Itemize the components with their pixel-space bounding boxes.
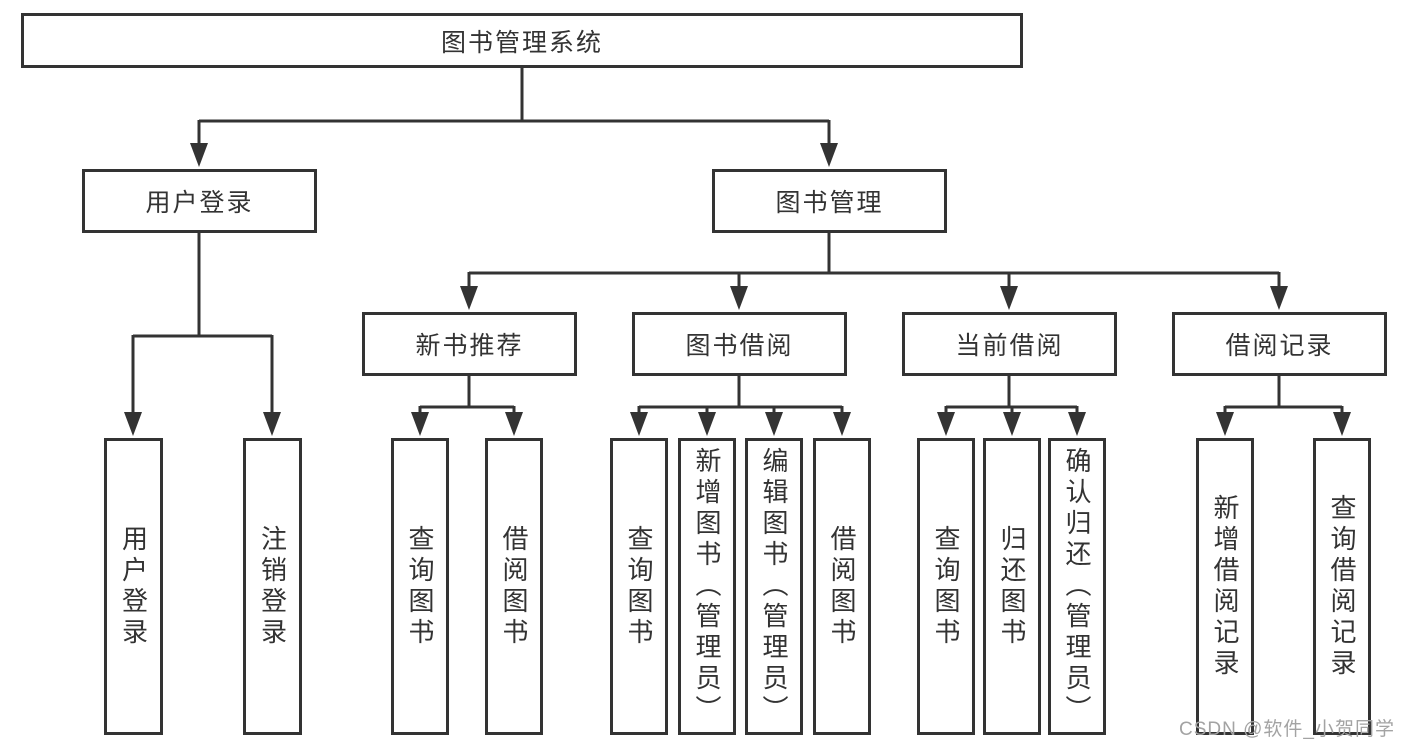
arrow-head	[263, 412, 281, 436]
arrow-heads	[124, 143, 1351, 436]
arrow-head	[698, 412, 716, 436]
arrow-head	[765, 412, 783, 436]
arrow-head	[833, 412, 851, 436]
node-label: 查询图书	[931, 524, 961, 649]
arrow-head	[1333, 412, 1351, 436]
node-user-login: 用户登录	[82, 169, 317, 233]
node-label: 借阅图书	[827, 524, 857, 649]
node-label: 编辑图书（管理员）	[759, 447, 789, 726]
node-label: 归还图书	[997, 524, 1027, 649]
leaf-add-books-admin: 新增图书（管理员）	[678, 438, 736, 735]
arrow-head	[1270, 286, 1288, 310]
leaf-borrow-books-recommend: 借阅图书	[485, 438, 543, 735]
leaf-query-books-borrow: 查询图书	[610, 438, 668, 735]
arrow-head	[730, 286, 748, 310]
watermark: CSDN @软件_小贺同学	[1179, 719, 1395, 740]
leaf-query-books-current: 查询图书	[917, 438, 975, 735]
node-library-management-system: 图书管理系统	[21, 13, 1023, 68]
arrow-head	[460, 286, 478, 310]
leaf-confirm-return-admin: 确认归还（管理员）	[1048, 438, 1106, 735]
node-new-book-recommend: 新书推荐	[362, 312, 577, 376]
arrow-head	[1000, 286, 1018, 310]
node-label: 新增图书（管理员）	[692, 447, 722, 726]
leaf-query-borrow-record: 查询借阅记录	[1313, 438, 1371, 735]
leaf-logout: 注销登录	[243, 438, 302, 735]
node-borrow-record: 借阅记录	[1172, 312, 1387, 376]
arrow-head	[630, 412, 648, 436]
arrow-head	[411, 412, 429, 436]
arrow-head	[1216, 412, 1234, 436]
node-label: 当前借阅	[955, 332, 1064, 360]
arrow-head	[505, 412, 523, 436]
leaf-user-login: 用户登录	[104, 438, 163, 735]
node-label: 借阅记录	[1225, 332, 1334, 360]
leaf-edit-books-admin: 编辑图书（管理员）	[745, 438, 803, 735]
arrow-head	[937, 412, 955, 436]
arrow-head	[124, 412, 142, 436]
leaf-add-borrow-record: 新增借阅记录	[1196, 438, 1254, 735]
node-label: 确认归还（管理员）	[1062, 447, 1092, 726]
arrow-head	[820, 143, 838, 167]
leaf-borrow-books: 借阅图书	[813, 438, 871, 735]
arrow-head	[1068, 412, 1086, 436]
node-label: 查询图书	[405, 524, 435, 649]
node-label: 图书借阅	[685, 332, 794, 360]
node-current-borrow: 当前借阅	[902, 312, 1117, 376]
node-label: 查询借阅记录	[1327, 493, 1357, 680]
node-label: 查询图书	[624, 524, 654, 649]
node-label: 用户登录	[118, 524, 149, 649]
node-label: 新书推荐	[415, 332, 524, 360]
arrow-head	[190, 143, 208, 167]
node-label: 用户登录	[145, 189, 254, 217]
node-book-borrow: 图书借阅	[632, 312, 847, 376]
leaf-return-books: 归还图书	[983, 438, 1041, 735]
node-label: 借阅图书	[499, 524, 529, 649]
node-book-management: 图书管理	[712, 169, 947, 233]
node-label: 注销登录	[257, 524, 288, 649]
node-label: 图书管理系统	[440, 28, 603, 57]
leaf-query-books-recommend: 查询图书	[391, 438, 449, 735]
arrow-head	[1003, 412, 1021, 436]
node-label: 图书管理	[775, 189, 884, 217]
node-label: 新增借阅记录	[1210, 493, 1240, 680]
